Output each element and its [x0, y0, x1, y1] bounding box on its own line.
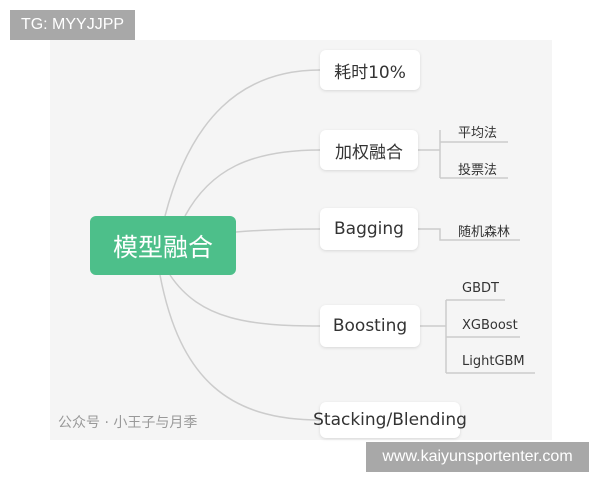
connector [169, 274, 321, 327]
branch-node[interactable]: 耗时10% [320, 50, 420, 90]
leaf-node[interactable]: LightGBM [462, 354, 525, 369]
connector [235, 228, 321, 233]
watermark: 公众号 · 小王子与月季 [58, 415, 198, 431]
branch-node[interactable]: Stacking/Blending [313, 402, 467, 438]
leaf-node[interactable]: 投票法 [458, 163, 498, 178]
overlay-tag: TG: MYYJJPP [10, 10, 135, 40]
branch-node[interactable]: Bagging [320, 208, 418, 250]
branch-node[interactable]: Boosting [320, 305, 420, 347]
leaf-node[interactable]: XGBoost [462, 318, 518, 333]
connector [159, 274, 321, 421]
connector [418, 130, 508, 179]
leaf-node[interactable]: 随机森林 [458, 225, 511, 240]
leaf-node[interactable]: 平均法 [458, 126, 498, 141]
connector [184, 149, 321, 217]
root-node[interactable]: 模型融合 [90, 216, 236, 275]
connector [420, 299, 535, 374]
overlay-url: www.kaiyunsportenter.com [366, 442, 589, 472]
branch-node[interactable]: 加权融合 [320, 130, 418, 170]
leaf-node[interactable]: GBDT [462, 281, 499, 296]
connector [418, 228, 520, 241]
connector [164, 69, 321, 217]
